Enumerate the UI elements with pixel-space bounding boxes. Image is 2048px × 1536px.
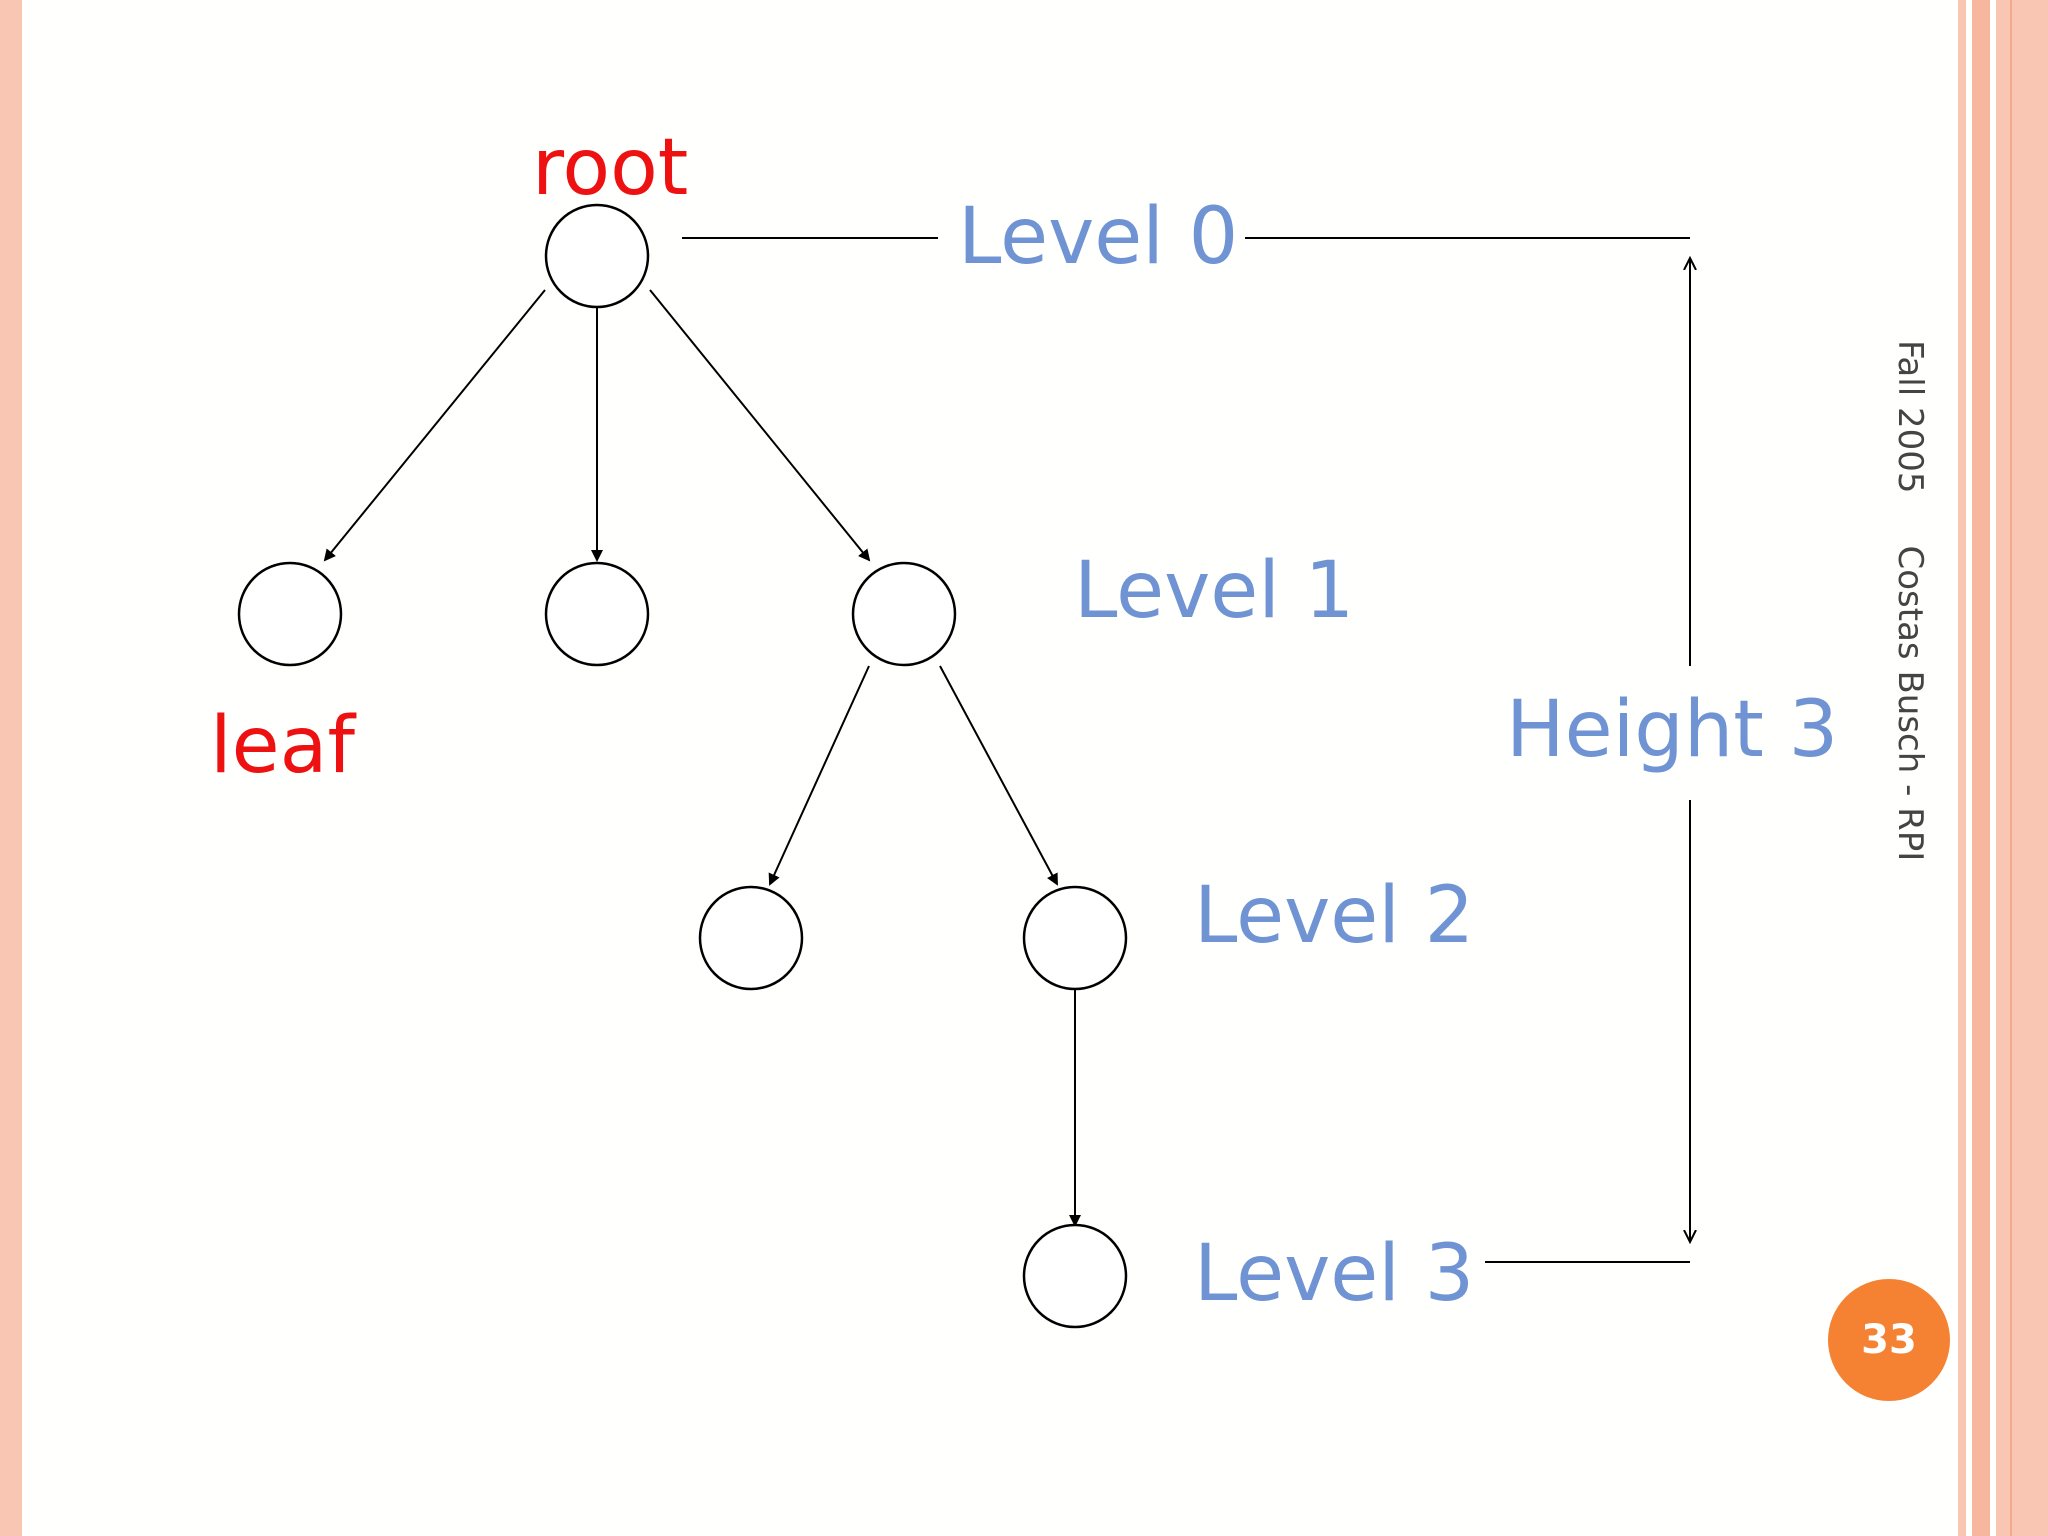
tree-node-root bbox=[544, 203, 650, 309]
right-border-line bbox=[2010, 0, 2012, 1536]
tree-node-level1-middle bbox=[544, 561, 650, 667]
leaf-label: leaf bbox=[210, 701, 356, 791]
tree-node-level2-right bbox=[1022, 885, 1128, 991]
page-number-badge: 33 bbox=[1828, 1279, 1950, 1401]
edge-right-child-to-level2-left bbox=[768, 665, 870, 886]
level-2-label: Level 2 bbox=[1194, 871, 1474, 961]
right-border-stripe-3 bbox=[1996, 0, 2048, 1536]
height-label: Height 3 bbox=[1506, 685, 1838, 775]
level-1-label: Level 1 bbox=[1074, 546, 1354, 636]
level-0-label: Level 0 bbox=[958, 192, 1238, 282]
edge-root-to-leaf bbox=[323, 289, 546, 562]
edge-root-to-right-child bbox=[649, 289, 871, 562]
edge-right-child-to-level2-right bbox=[939, 665, 1058, 886]
slide-footer-vertical: Fall 2005Costas Busch - RPI bbox=[1890, 340, 1930, 861]
tree-node-level3 bbox=[1022, 1223, 1128, 1329]
tree-node-level1-right bbox=[851, 561, 957, 667]
right-border-stripe-1 bbox=[1958, 0, 1966, 1536]
level-3-label: Level 3 bbox=[1194, 1229, 1474, 1319]
tree-node-level2-left bbox=[698, 885, 804, 991]
left-border-stripe bbox=[0, 0, 22, 1536]
right-border-stripe-2 bbox=[1972, 0, 1990, 1536]
root-label: root bbox=[532, 123, 688, 213]
footer-author: Costas Busch - RPI bbox=[1890, 545, 1930, 862]
tree-node-leaf bbox=[237, 561, 343, 667]
footer-term: Fall 2005 bbox=[1890, 340, 1930, 494]
